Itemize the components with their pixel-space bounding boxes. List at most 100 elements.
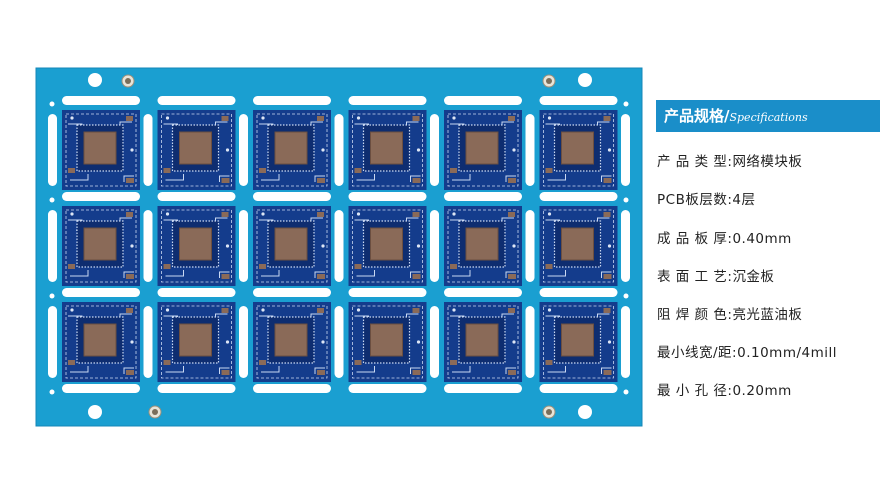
via bbox=[416, 340, 421, 344]
route-slot bbox=[525, 306, 535, 378]
chip-center-pad bbox=[179, 131, 212, 165]
smd-pad bbox=[508, 212, 515, 217]
smd-pad bbox=[126, 308, 133, 313]
spec-row-min-trace: 最小线宽/距:0.10mm/4mill bbox=[657, 341, 837, 361]
route-slot bbox=[621, 114, 630, 186]
module-trace bbox=[543, 305, 614, 379]
smd-pad bbox=[126, 116, 133, 121]
via bbox=[547, 116, 552, 120]
spec-value: 0.10mm/4mill bbox=[737, 345, 838, 361]
smd-pad bbox=[508, 274, 516, 279]
route-slot bbox=[62, 288, 140, 297]
spec-label: 产 品 类 型: bbox=[657, 154, 733, 170]
via bbox=[321, 340, 325, 344]
smd-pad bbox=[221, 116, 229, 121]
specs-header-cn: 产品规格/ bbox=[664, 107, 730, 125]
via bbox=[416, 148, 421, 152]
smd-pad bbox=[450, 264, 457, 269]
smd-pad bbox=[126, 178, 134, 183]
route-slot bbox=[430, 210, 439, 282]
module-trace bbox=[352, 305, 423, 379]
spec-value: 沉金板 bbox=[732, 269, 775, 285]
pcb-module bbox=[348, 110, 427, 190]
smd-pad bbox=[603, 370, 612, 375]
route-slot bbox=[334, 306, 344, 378]
via bbox=[130, 340, 134, 344]
module-trace bbox=[161, 305, 232, 379]
smd-pad bbox=[317, 274, 325, 279]
chip-center-pad bbox=[179, 227, 212, 261]
smd-pad bbox=[317, 308, 324, 313]
smd-pad bbox=[221, 212, 229, 217]
specs-header: 产品规格/Specifications bbox=[656, 100, 880, 132]
route-slot bbox=[62, 96, 140, 105]
route-slot bbox=[430, 306, 439, 378]
module-trace bbox=[161, 113, 232, 187]
smd-pad bbox=[221, 274, 230, 279]
spec-label: 最小线宽/距: bbox=[657, 345, 738, 361]
chip-center-pad bbox=[370, 227, 403, 261]
smd-pad bbox=[259, 264, 266, 269]
smd-pad bbox=[163, 168, 171, 173]
route-slot bbox=[621, 210, 630, 282]
smd-pad bbox=[221, 370, 230, 375]
spec-row-thickness: 成 品 板 厚:0.40mm bbox=[657, 227, 792, 247]
via bbox=[321, 148, 325, 152]
module-trace bbox=[65, 209, 137, 283]
route-slot bbox=[239, 306, 248, 378]
chip-center-pad bbox=[83, 227, 117, 261]
route-slot bbox=[539, 288, 618, 297]
tooling-hole bbox=[88, 73, 102, 87]
edge-hole bbox=[623, 389, 629, 395]
smd-pad bbox=[354, 360, 362, 365]
smd-pad bbox=[545, 360, 553, 365]
route-slot bbox=[143, 210, 153, 282]
smd-pad bbox=[68, 264, 75, 269]
route-slot bbox=[334, 114, 344, 186]
smd-pad bbox=[603, 178, 612, 183]
smd-pad bbox=[603, 274, 612, 279]
smd-pad bbox=[68, 360, 75, 365]
pcb-module bbox=[253, 302, 331, 382]
module-trace bbox=[543, 113, 614, 187]
via bbox=[607, 244, 612, 248]
edge-hole bbox=[49, 197, 55, 203]
smd-pad bbox=[412, 116, 420, 121]
pcb-module bbox=[444, 206, 522, 286]
chip-center-pad bbox=[561, 323, 594, 357]
smd-pad bbox=[221, 308, 229, 313]
spec-row-surface-finish: 表 面 工 艺:沉金板 bbox=[657, 265, 774, 285]
smd-pad bbox=[412, 178, 421, 183]
pcb-module bbox=[157, 302, 236, 382]
route-slot bbox=[157, 384, 236, 393]
route-slot bbox=[621, 306, 630, 378]
route-slot bbox=[143, 306, 153, 378]
chip-center-pad bbox=[370, 131, 403, 165]
specs-header-title: 产品规格/Specifications bbox=[664, 105, 808, 126]
chip-center-pad bbox=[274, 323, 308, 357]
route-slot bbox=[253, 96, 331, 105]
module-trace bbox=[256, 305, 328, 379]
via bbox=[70, 212, 74, 216]
via bbox=[165, 308, 170, 312]
smd-pad bbox=[603, 308, 611, 313]
route-slot bbox=[48, 210, 57, 282]
pcb-module bbox=[62, 206, 140, 286]
via bbox=[261, 116, 265, 120]
smd-pad bbox=[317, 370, 325, 375]
route-slot bbox=[525, 114, 535, 186]
smd-pad bbox=[412, 308, 420, 313]
spec-label: 最 小 孔 径: bbox=[657, 383, 733, 399]
via bbox=[547, 308, 552, 312]
smd-pad bbox=[412, 274, 421, 279]
via bbox=[261, 308, 265, 312]
fiducial-center bbox=[546, 409, 552, 415]
spec-row-product-type: 产 品 类 型:网络模块板 bbox=[657, 150, 802, 170]
spec-value: 亮光蓝油板 bbox=[732, 307, 803, 323]
via bbox=[225, 244, 230, 248]
via bbox=[416, 244, 421, 248]
smd-pad bbox=[450, 168, 457, 173]
smd-pad bbox=[412, 370, 421, 375]
via bbox=[321, 244, 325, 248]
smd-pad bbox=[508, 116, 515, 121]
